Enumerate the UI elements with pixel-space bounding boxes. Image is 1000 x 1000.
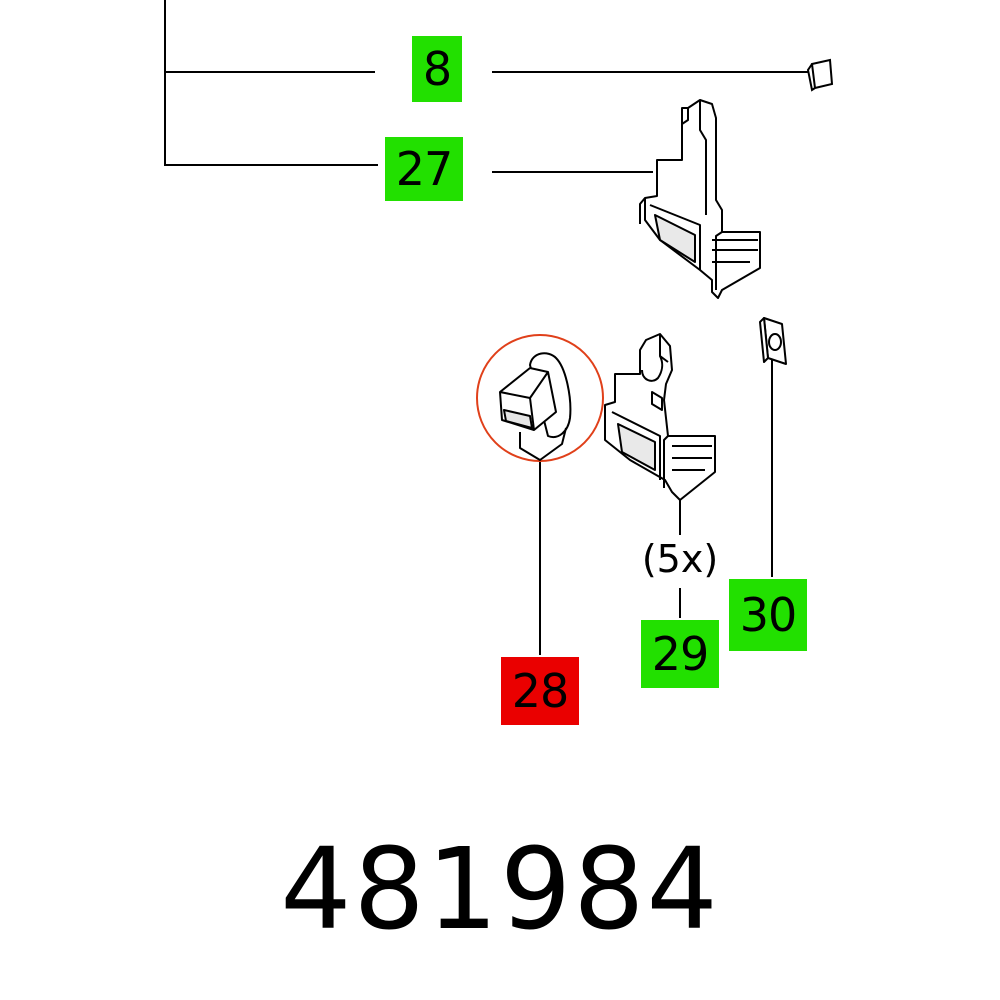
- callout-29[interactable]: 29: [641, 620, 719, 688]
- part-28-knob: [499, 352, 572, 461]
- callout-8[interactable]: 8: [412, 36, 462, 102]
- part-29-clip-holder: [604, 333, 716, 501]
- bracket-line: [164, 0, 378, 166]
- part-27-holder: [639, 99, 761, 299]
- callout-27[interactable]: 27: [385, 137, 463, 201]
- part-number: 481984: [280, 825, 720, 955]
- part-30-square-nut: [759, 317, 787, 365]
- leader-lines: [164, 0, 808, 655]
- part-8-clip: [806, 58, 834, 92]
- quantity-label: (5x): [641, 537, 719, 581]
- callout-28[interactable]: 28: [501, 657, 579, 725]
- callout-30[interactable]: 30: [729, 579, 807, 651]
- part-28-highlight-circle: [476, 334, 604, 462]
